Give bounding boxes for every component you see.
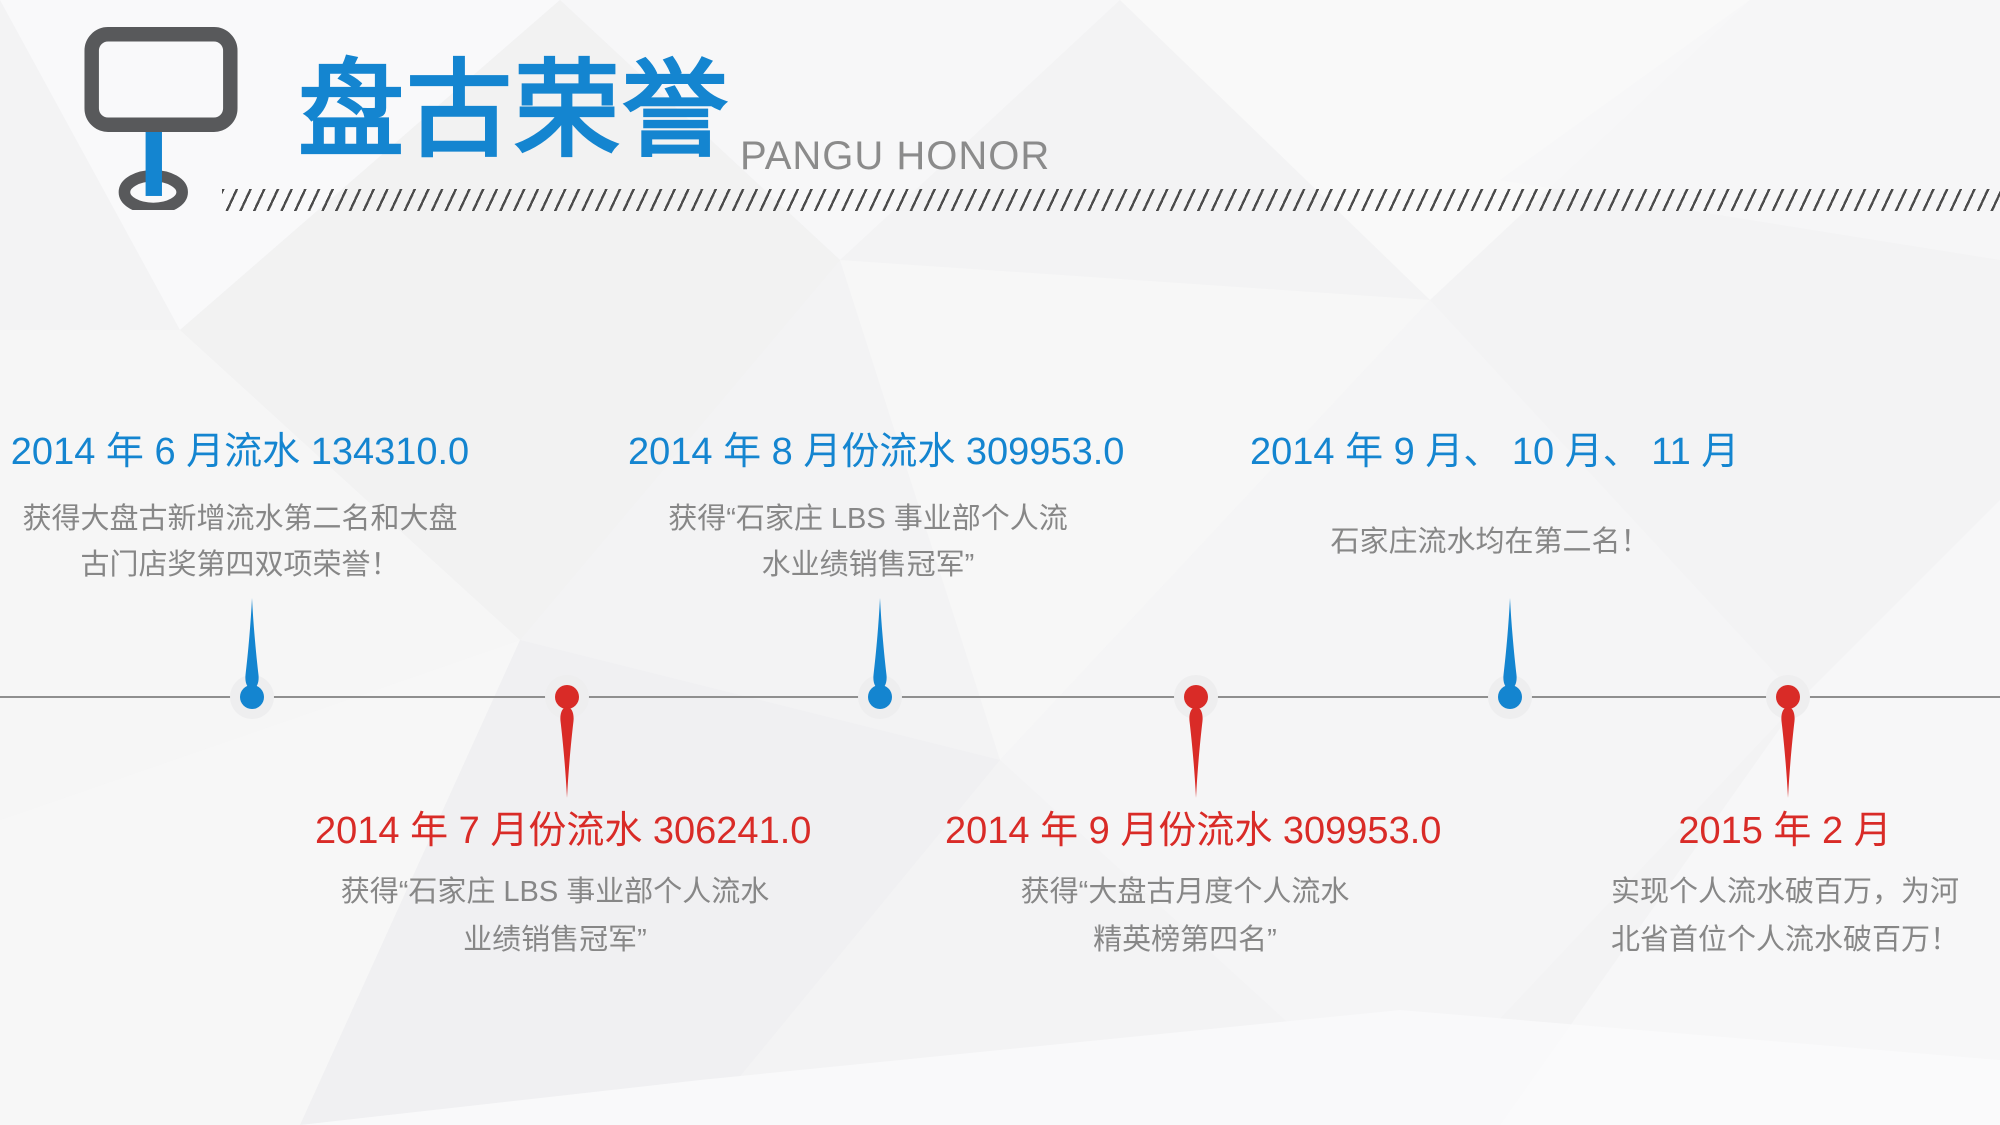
entry-title: 2014 年 7 月份流水 306241.0 (315, 810, 812, 852)
entry-description-line: 实现个人流水破百万，为河 (1610, 876, 1959, 908)
timeline-axis (0, 696, 2000, 698)
billboard-icon (84, 27, 238, 210)
pin-dot (1184, 685, 1208, 709)
pin-needle-icon (245, 598, 259, 689)
entry-description-line: 业绩销售冠军” (463, 924, 647, 956)
entry-description-line: 石家庄流水均在第二名！ (1330, 526, 1650, 558)
timeline-entry: 2014 年 9 月、 10 月、 11 月 石家庄流水均在第二名！ (1250, 427, 1740, 597)
entry-description: 石家庄流水均在第二名！ (1250, 487, 1730, 597)
entry-description-line: 北省首位个人流水破百万！ (1610, 924, 1959, 956)
pin-needle-icon (560, 707, 574, 798)
pin-needle-icon (873, 598, 887, 689)
pin-dot (1776, 685, 1800, 709)
entry-description-line: 获得“石家庄 LBS 事业部个人流 (668, 503, 1068, 535)
entry-description-line: 精英榜第四名” (1093, 924, 1277, 956)
entry-description-line: 获得“大盘古月度个人流水 (1020, 876, 1350, 908)
pin-needle-icon (1189, 707, 1203, 798)
entry-description-line: 获得“石家庄 LBS 事业部个人流水 (340, 876, 770, 908)
page-subtitle: PANGU HONOR (740, 134, 1051, 178)
entry-description: 获得“大盘古月度个人流水 精英榜第四名” (945, 864, 1425, 968)
entry-description: 获得“石家庄 LBS 事业部个人流水 业绩销售冠军” (315, 864, 795, 968)
pin-dot (555, 685, 579, 709)
entry-title: 2014 年 8 月份流水 309953.0 (628, 431, 1125, 473)
timeline-entry: 2014 年 6 月流水 134310.0 获得大盘古新增流水第二名和大盘 古门… (0, 427, 480, 597)
hatch-divider (222, 189, 2000, 211)
pin-needle-icon (1503, 598, 1517, 689)
timeline-entry: 2014 年 9 月份流水 309953.0 获得“大盘古月度个人流水 精英榜第… (945, 806, 1442, 968)
page-title: 盘古荣誉 (298, 52, 730, 170)
entry-description-line: 水业绩销售冠军” (761, 549, 975, 581)
entry-title: 2014 年 6 月流水 134310.0 (10, 431, 470, 473)
entry-description-line: 获得大盘古新增流水第二名和大盘 (22, 503, 458, 535)
timeline-entry: 2015 年 2 月 实现个人流水破百万，为河 北省首位个人流水破百万！ (1575, 806, 1995, 968)
entry-description: 获得“石家庄 LBS 事业部个人流 水业绩销售冠军” (628, 487, 1108, 597)
pin-needle-icon (1781, 707, 1795, 798)
entry-title: 2014 年 9 月份流水 309953.0 (945, 810, 1442, 852)
entry-title: 2014 年 9 月、 10 月、 11 月 (1250, 431, 1740, 473)
entry-description-line: 古门店奖第四双项荣誉！ (80, 549, 400, 581)
timeline-entry: 2014 年 8 月份流水 309953.0 获得“石家庄 LBS 事业部个人流… (628, 427, 1125, 597)
entry-description: 实现个人流水破百万，为河 北省首位个人流水破百万！ (1575, 864, 1995, 968)
timeline-entry: 2014 年 7 月份流水 306241.0 获得“石家庄 LBS 事业部个人流… (315, 806, 812, 968)
entry-title: 2015 年 2 月 (1678, 810, 1892, 852)
entry-description: 获得大盘古新增流水第二名和大盘 古门店奖第四双项荣誉！ (0, 487, 480, 597)
